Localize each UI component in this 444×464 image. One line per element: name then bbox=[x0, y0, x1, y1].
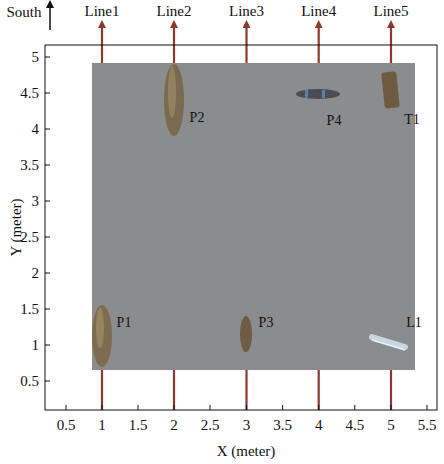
tick-label: 2 bbox=[32, 266, 40, 281]
line-label: Line1 bbox=[85, 4, 120, 19]
tick-label: 1 bbox=[98, 418, 106, 433]
tick-label: 4.5 bbox=[20, 86, 39, 101]
object-label: P3 bbox=[259, 316, 274, 330]
tick-label: 5 bbox=[387, 418, 395, 433]
tick-label: 3.5 bbox=[273, 418, 292, 433]
tick-label: 4.5 bbox=[345, 418, 364, 433]
tick-label: 4 bbox=[315, 418, 323, 433]
tick-label: 0.5 bbox=[57, 418, 76, 433]
tick-label: 1.5 bbox=[20, 302, 39, 317]
tick-label: 0.5 bbox=[20, 374, 39, 389]
tick-label: 2 bbox=[170, 418, 178, 433]
direction-label: South bbox=[6, 5, 41, 20]
object-label: P2 bbox=[190, 111, 205, 125]
tick-label: 5 bbox=[32, 50, 40, 65]
axis-title: X (meter) bbox=[217, 444, 276, 459]
object-label: L1 bbox=[406, 316, 422, 330]
tick-label: 3.5 bbox=[20, 158, 39, 173]
tick-label: 3 bbox=[32, 194, 40, 209]
tick-label: 1.5 bbox=[129, 418, 148, 433]
object-label: P1 bbox=[117, 316, 132, 330]
tick-label: 3 bbox=[243, 418, 251, 433]
line-label: Line2 bbox=[157, 4, 192, 19]
tick-label: 4 bbox=[32, 122, 40, 137]
line-label: Line4 bbox=[301, 4, 336, 19]
tick-label: 5.5 bbox=[418, 418, 437, 433]
axis-title: Y (meter) bbox=[9, 198, 24, 256]
tick-label: 1 bbox=[32, 338, 40, 353]
line-label: Line3 bbox=[229, 4, 264, 19]
object-label: T1 bbox=[404, 113, 420, 127]
line-label: Line5 bbox=[374, 4, 409, 19]
object-label: P4 bbox=[327, 114, 342, 128]
tick-label: 2.5 bbox=[201, 418, 220, 433]
